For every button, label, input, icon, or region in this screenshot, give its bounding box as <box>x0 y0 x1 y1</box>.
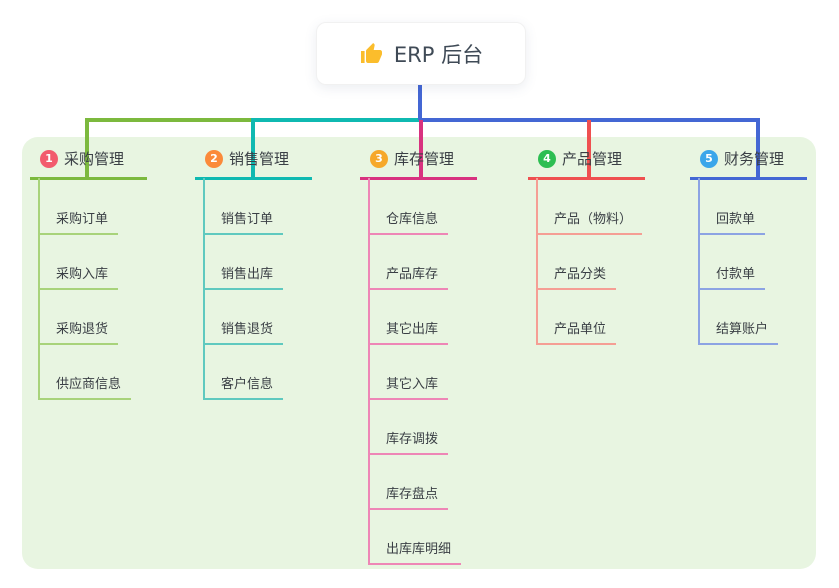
root-node-label: ERP 后台 <box>393 42 484 67</box>
child-node[interactable]: 产品单位 <box>536 321 617 345</box>
branch-number-badge: 1 <box>40 149 58 168</box>
branch-number-badge: 5 <box>700 149 718 168</box>
child-node[interactable]: 回款单 <box>698 211 766 235</box>
child-node[interactable]: 采购订单 <box>38 211 119 235</box>
branch-number-badge: 3 <box>370 149 388 168</box>
branch-header[interactable]: 4 产品管理 <box>528 148 645 180</box>
child-node[interactable]: 出库库明细 <box>368 541 462 565</box>
branch-label: 采购管理 <box>64 150 125 168</box>
child-node[interactable]: 其它入库 <box>368 376 449 400</box>
branch-spine <box>368 178 370 563</box>
branch-header[interactable]: 5 财务管理 <box>690 148 807 180</box>
root-node[interactable]: ERP 后台 <box>316 22 526 85</box>
branch-header[interactable]: 1 采购管理 <box>30 148 147 180</box>
branch-spine <box>203 178 205 398</box>
child-node[interactable]: 采购入库 <box>38 266 119 290</box>
child-node[interactable]: 结算账户 <box>698 321 779 345</box>
thumbs-up-icon <box>359 42 383 66</box>
connector-branch-sales <box>251 118 420 178</box>
child-node[interactable]: 销售退货 <box>203 321 284 345</box>
child-node[interactable]: 其它出库 <box>368 321 449 345</box>
branches-panel <box>22 137 816 569</box>
child-node[interactable]: 产品库存 <box>368 266 449 290</box>
branch-purchase-management: 1 采购管理 采购订单 采购入库 采购退货 供应商信息 <box>30 148 147 400</box>
child-node[interactable]: 销售订单 <box>203 211 284 235</box>
branch-spine <box>698 178 700 343</box>
branch-product-management: 4 产品管理 产品（物料） 产品分类 产品单位 <box>528 148 645 345</box>
connector-branch-finance <box>418 83 760 178</box>
branch-spine <box>536 178 538 343</box>
child-node[interactable]: 采购退货 <box>38 321 119 345</box>
branch-number-badge: 2 <box>205 149 223 168</box>
branch-header[interactable]: 2 销售管理 <box>195 148 312 180</box>
child-node[interactable]: 库存调拨 <box>368 431 449 455</box>
branch-label: 财务管理 <box>724 150 785 168</box>
branch-spine <box>38 178 40 398</box>
child-node[interactable]: 供应商信息 <box>38 376 132 400</box>
child-node[interactable]: 付款单 <box>698 266 766 290</box>
child-node[interactable]: 仓库信息 <box>368 211 449 235</box>
branch-header[interactable]: 3 库存管理 <box>360 148 477 180</box>
branch-sales-management: 2 销售管理 销售订单 销售出库 销售退货 客户信息 <box>195 148 312 400</box>
branch-finance-management: 5 财务管理 回款单 付款单 结算账户 <box>690 148 807 345</box>
branch-number-badge: 4 <box>538 149 556 168</box>
connector-branch-purchase <box>85 118 253 178</box>
child-node[interactable]: 产品（物料） <box>536 211 643 235</box>
child-node[interactable]: 销售出库 <box>203 266 284 290</box>
child-node[interactable]: 客户信息 <box>203 376 284 400</box>
child-node[interactable]: 库存盘点 <box>368 486 449 510</box>
branch-label: 销售管理 <box>229 150 290 168</box>
branch-label: 产品管理 <box>562 150 623 168</box>
child-node[interactable]: 产品分类 <box>536 266 617 290</box>
branch-inventory-management: 3 库存管理 仓库信息 产品库存 其它出库 其它入库 库存调拨 库存盘点 出库库… <box>360 148 477 565</box>
branch-label: 库存管理 <box>394 150 455 168</box>
